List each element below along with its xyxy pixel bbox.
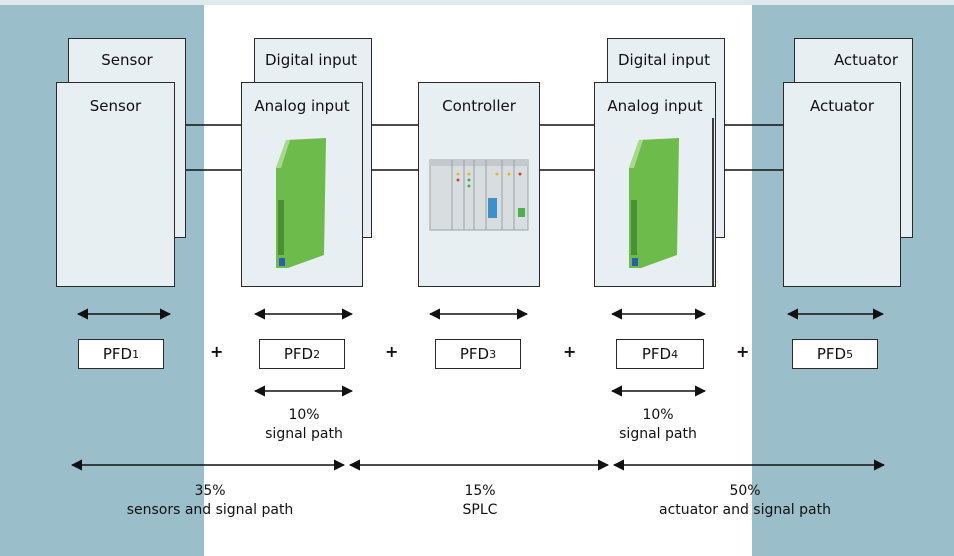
segment-label-actuator: 50% actuator and signal path <box>635 482 855 520</box>
plus-sign: + <box>385 342 399 361</box>
controller-label: Controller <box>442 97 516 115</box>
signal-path-1-percent: 10% <box>288 407 320 423</box>
pfd-4-base: PFD <box>641 345 672 363</box>
pfd-3-base: PFD <box>459 345 490 363</box>
actuator-box-front: Actuator <box>783 82 901 287</box>
signal-path-2-percent: 10% <box>642 407 674 423</box>
segment-label-splc: 15% SPLC <box>420 482 540 520</box>
actuator-front-label: Actuator <box>809 97 875 115</box>
plus-sign: + <box>736 342 750 361</box>
plus-sign: + <box>210 342 224 361</box>
pfd-3-sub: 3 <box>489 347 497 361</box>
sensor-back-label: Sensor <box>101 51 153 69</box>
analog-input-module-image-2 <box>629 138 679 268</box>
segment-sensors-text: sensors and signal path <box>126 502 294 518</box>
segment-actuator-percent: 50% <box>729 483 761 499</box>
actuator-back-label: Actuator <box>833 51 898 69</box>
segment-sensors-percent: 35% <box>194 483 226 499</box>
segment-actuator-text: actuator and signal path <box>659 502 831 518</box>
plus-sign: + <box>563 342 577 361</box>
digital-input-2-label: Digital input <box>618 51 710 69</box>
analog-input-1-label: Analog input <box>254 97 350 115</box>
segment-label-sensors: 35% sensors and signal path <box>100 482 320 520</box>
signal-path-2-text: signal path <box>619 426 697 442</box>
sensor-front-label: Sensor <box>89 97 142 115</box>
signal-path-label-2: 10% signal path <box>598 406 718 444</box>
pfd-5-sub: 5 <box>846 347 854 361</box>
pfd-4-sub: 4 <box>671 347 679 361</box>
controller-rack-image <box>429 159 529 231</box>
signal-lines <box>186 118 783 287</box>
analog-input-2-label: Analog input <box>607 97 703 115</box>
digital-input-1-label: Digital input <box>265 51 357 69</box>
pfd-1-base: PFD <box>102 345 133 363</box>
segment-splc-percent: 15% <box>464 483 496 499</box>
pfd-2-sub: 2 <box>313 347 321 361</box>
pfd-2-base: PFD <box>283 345 314 363</box>
signal-path-label-1: 10% signal path <box>244 406 364 444</box>
segment-splc-text: SPLC <box>462 502 498 518</box>
pfd-1-sub: 1 <box>132 347 140 361</box>
signal-path-1-text: signal path <box>265 426 343 442</box>
sensor-box-front: Sensor <box>56 82 175 287</box>
pfd-arrows <box>70 308 886 471</box>
analog-input-module-image-1 <box>276 138 326 268</box>
pfd-5-base: PFD <box>816 345 847 363</box>
